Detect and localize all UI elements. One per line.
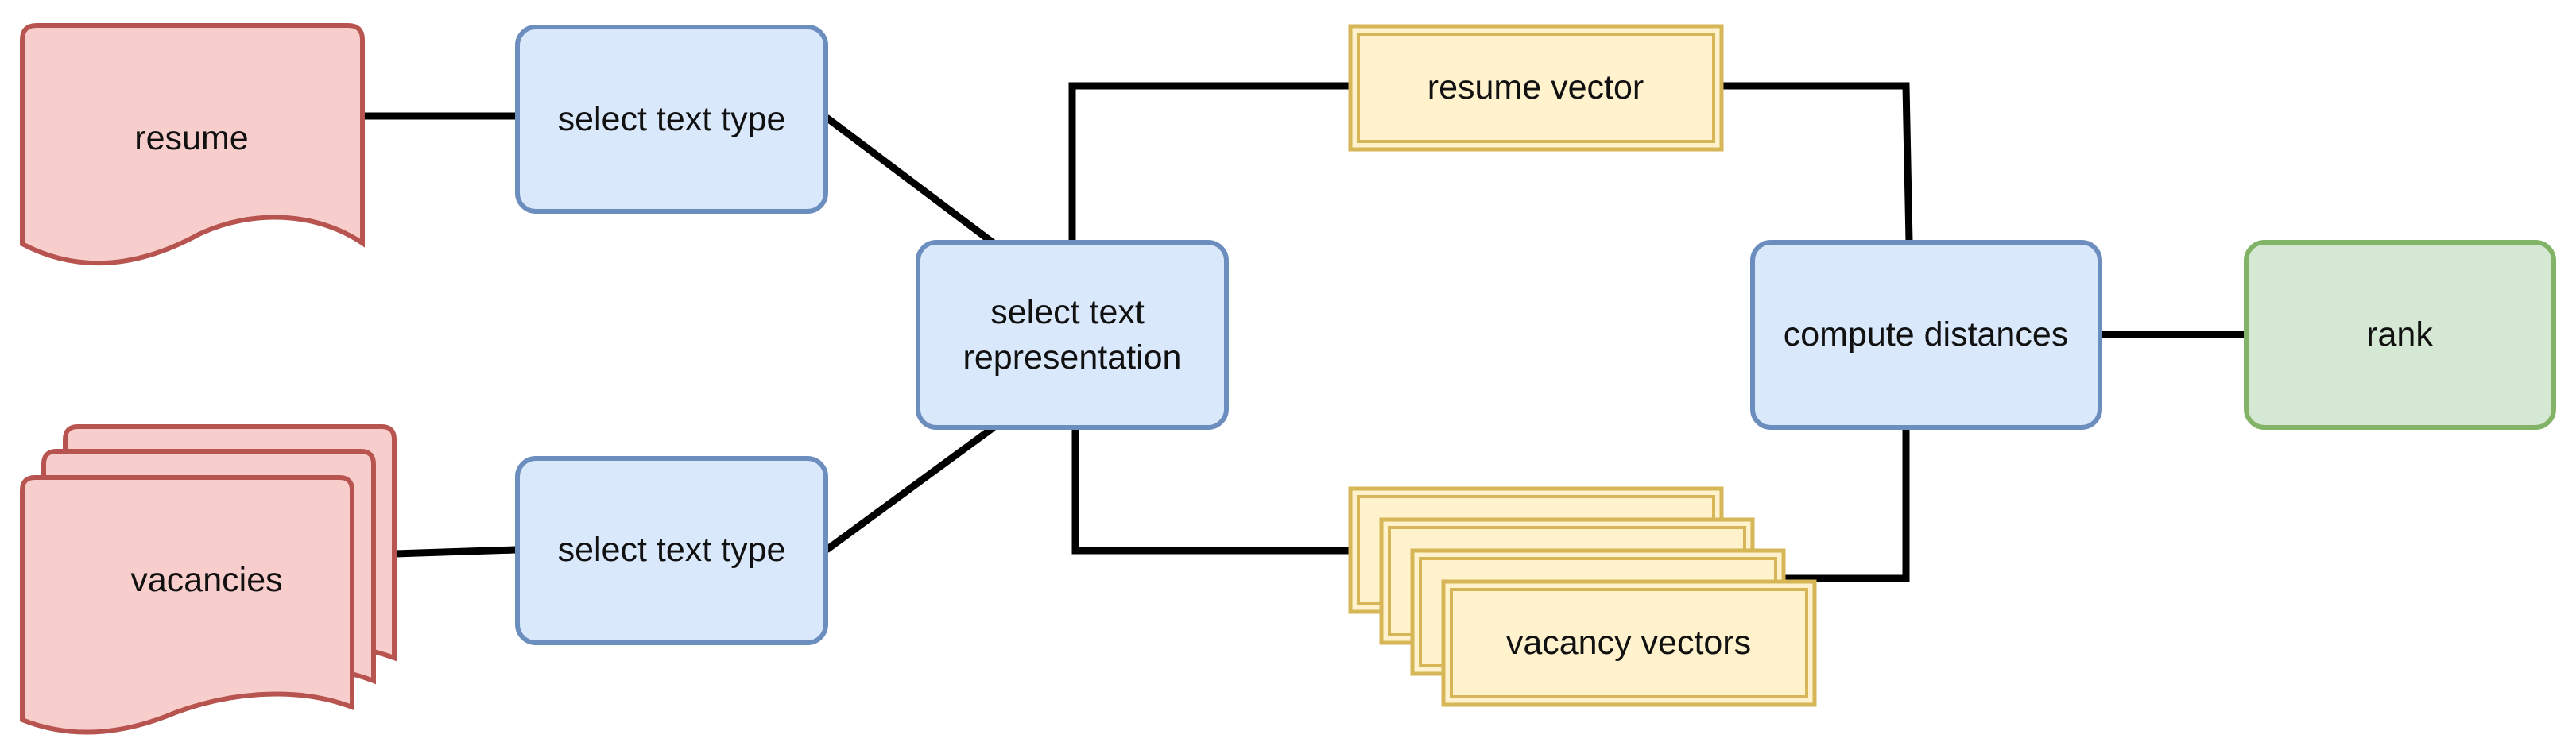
resume-vector-node: resume vector [1348, 24, 1724, 152]
resume-vector-outer-border [1348, 24, 1724, 152]
select-text-representation-node: select text representation [916, 240, 1229, 430]
edge-select-text-type-top-to-representation [824, 114, 996, 246]
select-text-type-vacancies-box [515, 456, 828, 645]
select-text-representation-label: select text representation [963, 293, 1182, 377]
select-text-type-resume-node: select text type [515, 25, 828, 214]
vacancies-label: vacancies [130, 561, 282, 599]
edges [363, 82, 2245, 582]
compute-distances-node: compute distances [1750, 240, 2102, 430]
select-text-type-resume-label: select text type [558, 100, 786, 138]
resume-vector-inner-border [1357, 33, 1715, 143]
edge-representation-to-vacancy-vectors [1071, 429, 1350, 555]
edge-vacancy-vectors-to-compute-distances [1781, 429, 1910, 582]
select-text-representation-line-2: representation [963, 338, 1182, 377]
resume-vector-label: resume vector [1427, 68, 1644, 106]
select-text-type-resume-box [515, 25, 828, 214]
rank-label: rank [2366, 315, 2433, 354]
edge-resume-vector-to-compute-distances [1722, 82, 1913, 242]
vacancy-vector-card-4 [1441, 579, 1817, 707]
vacancy-vectors-node: vacancy vectors [1348, 486, 1817, 707]
select-text-type-vacancies-node: select text type [515, 456, 828, 645]
compute-distances-box [1750, 240, 2102, 430]
edge-representation-to-resume-vector [1068, 82, 1350, 242]
resume-label: resume [134, 119, 248, 157]
select-text-type-vacancies-label: select text type [558, 531, 786, 569]
rank-box [2244, 240, 2556, 430]
vacancies-document-front [20, 475, 354, 735]
rank-node: rank [2244, 240, 2556, 430]
select-text-representation-line-1: select text [990, 293, 1145, 331]
resume-document-shape [20, 23, 365, 266]
edge-vacancies-to-select-text-type [393, 546, 517, 558]
vacancy-vectors-label: vacancy vectors [1506, 624, 1751, 662]
resume-node: resume [20, 23, 365, 266]
compute-distances-label: compute distances [1784, 315, 2069, 354]
edge-select-text-type-bottom-to-representation [824, 424, 996, 553]
select-text-representation-box [916, 240, 1229, 430]
vacancies-node: vacancies [20, 424, 397, 735]
